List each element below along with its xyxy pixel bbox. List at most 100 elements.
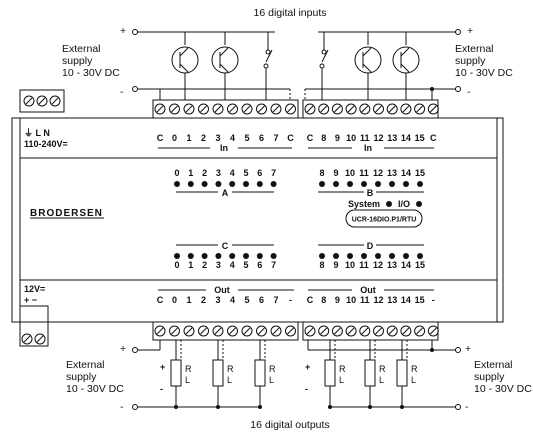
terminal-label: 15 — [415, 133, 425, 143]
supply-label-bottom-left-3: 10 - 30V DC — [66, 383, 124, 395]
supply-label-top-left-1: External — [62, 43, 101, 55]
terminal-screw — [318, 325, 330, 337]
terminal-screw — [318, 103, 330, 115]
module-outline-inner — [19, 117, 498, 323]
terminal-label: 5 — [244, 295, 249, 305]
model-badge — [345, 209, 423, 228]
status-led — [389, 253, 395, 259]
status-led — [361, 253, 367, 259]
supply-label-top-right-3: 10 - 30V DC — [455, 67, 513, 79]
status-led — [375, 253, 381, 259]
terminal-screw — [345, 325, 357, 337]
load-r-label: R — [411, 364, 418, 374]
terminal-label: 14 — [401, 133, 411, 143]
terminal-label: 0 — [172, 133, 177, 143]
model-label: UCR-16DIO.P1/RTU — [352, 217, 417, 224]
load-r-label: R — [379, 364, 386, 374]
status-led — [174, 181, 180, 187]
led-number: 3 — [216, 260, 221, 270]
load-plus-right: + — [305, 362, 310, 372]
led-group-label-c: C — [222, 241, 229, 251]
terminal-label: C — [287, 133, 294, 143]
load-resistor: RL — [254, 340, 276, 409]
led-number: 11 — [359, 260, 369, 270]
led-number: 1 — [188, 260, 193, 270]
led-number: 12 — [373, 168, 383, 178]
terminal-label: 0 — [172, 295, 177, 305]
supply-label-bottom-right-3: 10 - 30V DC — [474, 383, 532, 395]
load-resistor: RL — [170, 340, 192, 409]
terminal-screw — [414, 103, 426, 115]
supply-minus-top-left: - — [120, 86, 124, 98]
supply-plus-top-right: + — [467, 25, 473, 37]
terminal-label: 10 — [346, 133, 356, 143]
led-number: 4 — [230, 260, 235, 270]
led-number: 13 — [387, 260, 397, 270]
power12-voltage: 12V= — [24, 284, 45, 294]
led-number: 8 — [319, 168, 324, 178]
terminal-screw — [400, 325, 412, 337]
status-led — [256, 181, 263, 187]
terminal-label: 3 — [215, 133, 220, 143]
led-number: 14 — [401, 260, 411, 270]
terminal-label: C — [157, 295, 164, 305]
system-led — [386, 201, 392, 207]
supply-label-bottom-right-1: External — [474, 359, 513, 371]
load-minus-right: - — [305, 384, 308, 394]
led-number: 7 — [271, 260, 276, 270]
terminal-screw — [169, 325, 180, 337]
terminal-label: 12 — [373, 295, 383, 305]
status-led — [243, 181, 249, 187]
terminal-screw — [304, 325, 316, 337]
terminal-screw — [256, 103, 267, 115]
terminal-screw — [198, 325, 209, 337]
terminal-screw — [386, 325, 398, 337]
led-number: 0 — [174, 260, 179, 270]
terminal-label: 12 — [373, 133, 383, 143]
supply-label-top-left-3: 10 - 30V DC — [62, 67, 120, 79]
load-plus-left: + — [160, 362, 165, 372]
terminal-label: C — [430, 133, 437, 143]
terminal-screw — [359, 325, 371, 337]
power12-terminal-block — [19, 305, 49, 347]
led-group-label-a: A — [222, 188, 229, 198]
status-led — [361, 181, 367, 187]
terminal-screw — [212, 325, 224, 337]
terminal-screw — [183, 325, 195, 337]
io-led — [416, 201, 422, 207]
led-number: 6 — [257, 260, 262, 270]
terminal-screw — [154, 325, 166, 337]
terminal-screw — [373, 103, 384, 115]
terminal-label: C — [307, 133, 314, 143]
input-group-label-left: In — [220, 143, 228, 153]
terminal-screw — [227, 103, 238, 115]
input-group-label-right: In — [364, 143, 372, 153]
status-led — [403, 253, 409, 259]
supply-minus-bottom-right: - — [465, 401, 469, 413]
status-led — [319, 253, 325, 259]
led-number: 5 — [243, 168, 248, 178]
input-screws-right — [304, 103, 439, 115]
input-screws-left — [154, 103, 296, 115]
load-r-label: R — [185, 364, 192, 374]
outputs-title: 16 digital outputs — [250, 419, 329, 431]
terminal-label: 7 — [273, 295, 278, 305]
terminal-label: - — [289, 295, 292, 305]
led-number: 4 — [230, 168, 235, 178]
terminal-screw — [227, 325, 238, 337]
supply-plus-bottom-right: + — [465, 343, 471, 355]
supply-label-bottom-left-2: supply — [66, 371, 97, 383]
terminal-label: 7 — [273, 133, 278, 143]
terminal-label: 10 — [346, 295, 356, 305]
led-number: 2 — [202, 168, 207, 178]
supply-plus-top-left: + — [120, 25, 126, 37]
